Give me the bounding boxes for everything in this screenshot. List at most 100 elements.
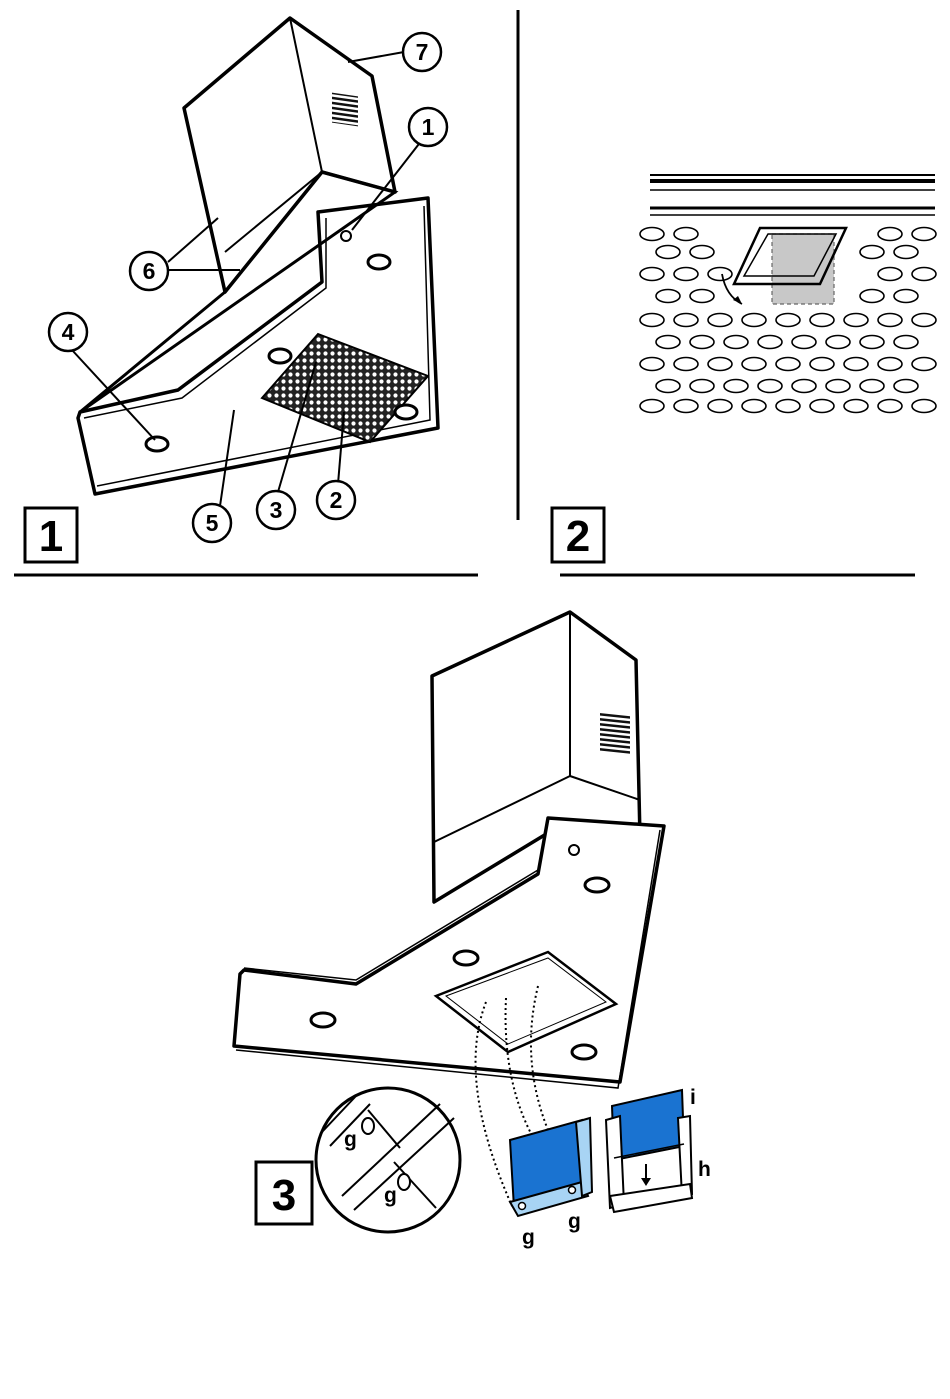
perforation-hole	[708, 400, 732, 413]
perforation-hole	[656, 380, 680, 393]
svg-text:3: 3	[272, 1171, 296, 1220]
perforation-hole	[912, 314, 936, 327]
perforation-hole	[878, 228, 902, 241]
svg-text:7: 7	[416, 39, 429, 65]
letter-g: g	[522, 1226, 535, 1249]
perforation-hole	[878, 268, 902, 281]
carbon-filter-right: i h	[606, 1086, 711, 1212]
perforation-hole	[844, 314, 868, 327]
perforation-hole	[810, 314, 834, 327]
letter-g: g	[384, 1184, 397, 1207]
perforation-hole	[674, 268, 698, 281]
perforation-hole	[640, 358, 664, 371]
letter-h: h	[698, 1158, 711, 1181]
perforation-hole	[724, 380, 748, 393]
perforation-hole	[878, 314, 902, 327]
callout-7: 7	[403, 33, 441, 71]
svg-text:1: 1	[39, 512, 63, 561]
panel-number-2: 2	[552, 508, 604, 562]
callout-1: 1	[409, 108, 447, 146]
callout-6: 6	[130, 252, 168, 290]
panel-number-1: 1	[25, 508, 77, 562]
perforation-hole	[878, 400, 902, 413]
perforation-hole	[742, 358, 766, 371]
lamp-icon	[146, 437, 168, 451]
perforation-hole	[742, 400, 766, 413]
perforation-hole	[844, 400, 868, 413]
letter-g: g	[568, 1210, 581, 1233]
svg-text:2: 2	[566, 512, 590, 561]
perforation-hole	[708, 314, 732, 327]
svg-text:6: 6	[143, 258, 156, 284]
perforation-hole	[810, 358, 834, 371]
perforation-hole	[690, 246, 714, 259]
perforation-hole	[860, 290, 884, 303]
perforation-hole	[844, 358, 868, 371]
svg-text:5: 5	[206, 510, 219, 536]
figure-1-hood: 7 1 6 4 2 3 5 1	[25, 18, 447, 562]
perforation-hole	[860, 336, 884, 349]
perforation-hole	[758, 336, 782, 349]
callout-3: 3	[257, 491, 295, 529]
perforation-hole	[776, 314, 800, 327]
perforation-hole	[656, 246, 680, 259]
perforation-hole	[776, 400, 800, 413]
figure-2-filter-detail: 2	[552, 175, 936, 562]
perforation-hole	[758, 380, 782, 393]
perforation-hole	[640, 400, 664, 413]
perforation-hole	[826, 380, 850, 393]
svg-text:2: 2	[330, 487, 343, 513]
perforation-hole	[690, 380, 714, 393]
perforation-hole	[792, 336, 816, 349]
perforation-hole	[894, 290, 918, 303]
lamp-icon	[368, 255, 390, 269]
latch	[772, 234, 834, 304]
perforation-hole	[912, 268, 936, 281]
perforation-hole	[894, 380, 918, 393]
perforation-hole	[640, 228, 664, 241]
panel-number-3: 3	[256, 1162, 312, 1224]
svg-text:3: 3	[270, 497, 283, 523]
carbon-filter-left	[510, 1118, 592, 1216]
callout-4: 4	[49, 313, 87, 351]
lamp-icon	[311, 1013, 335, 1027]
perforation-hole	[656, 290, 680, 303]
perforation-hole	[792, 380, 816, 393]
perforation-hole	[878, 358, 902, 371]
perforation-hole	[708, 268, 732, 281]
perforation-hole	[912, 400, 936, 413]
perforation-hole	[674, 400, 698, 413]
perforation-hole	[674, 314, 698, 327]
perforation-hole	[912, 228, 936, 241]
zoom-detail: g g	[316, 1088, 460, 1232]
perforation-hole	[708, 358, 732, 371]
perforation-hole	[776, 358, 800, 371]
callout-2: 2	[317, 481, 355, 519]
perforation-hole	[674, 358, 698, 371]
perforation-hole	[640, 314, 664, 327]
perforation-hole	[826, 336, 850, 349]
perforation-hole	[656, 336, 680, 349]
perforation-hole	[912, 358, 936, 371]
perforation-hole	[690, 290, 714, 303]
perforation-hole	[894, 246, 918, 259]
svg-text:1: 1	[422, 114, 435, 140]
figure-3-carbon-filter: g g i h g g 3	[234, 612, 711, 1249]
letter-g: g	[344, 1128, 357, 1151]
lamp-icon	[454, 951, 478, 965]
letter-i: i	[690, 1086, 696, 1109]
callout-5: 5	[193, 504, 231, 542]
svg-text:4: 4	[62, 319, 75, 345]
lamp-icon	[395, 405, 417, 419]
perforation-hole	[860, 380, 884, 393]
perforation-hole	[810, 400, 834, 413]
perforation-hole	[690, 336, 714, 349]
perforation-hole	[742, 314, 766, 327]
perforation-hole	[674, 228, 698, 241]
perforation-hole	[640, 268, 664, 281]
vent-grille-icon	[332, 93, 358, 127]
perforation-hole	[724, 336, 748, 349]
lamp-icon	[572, 1045, 596, 1059]
perforation-hole	[860, 246, 884, 259]
